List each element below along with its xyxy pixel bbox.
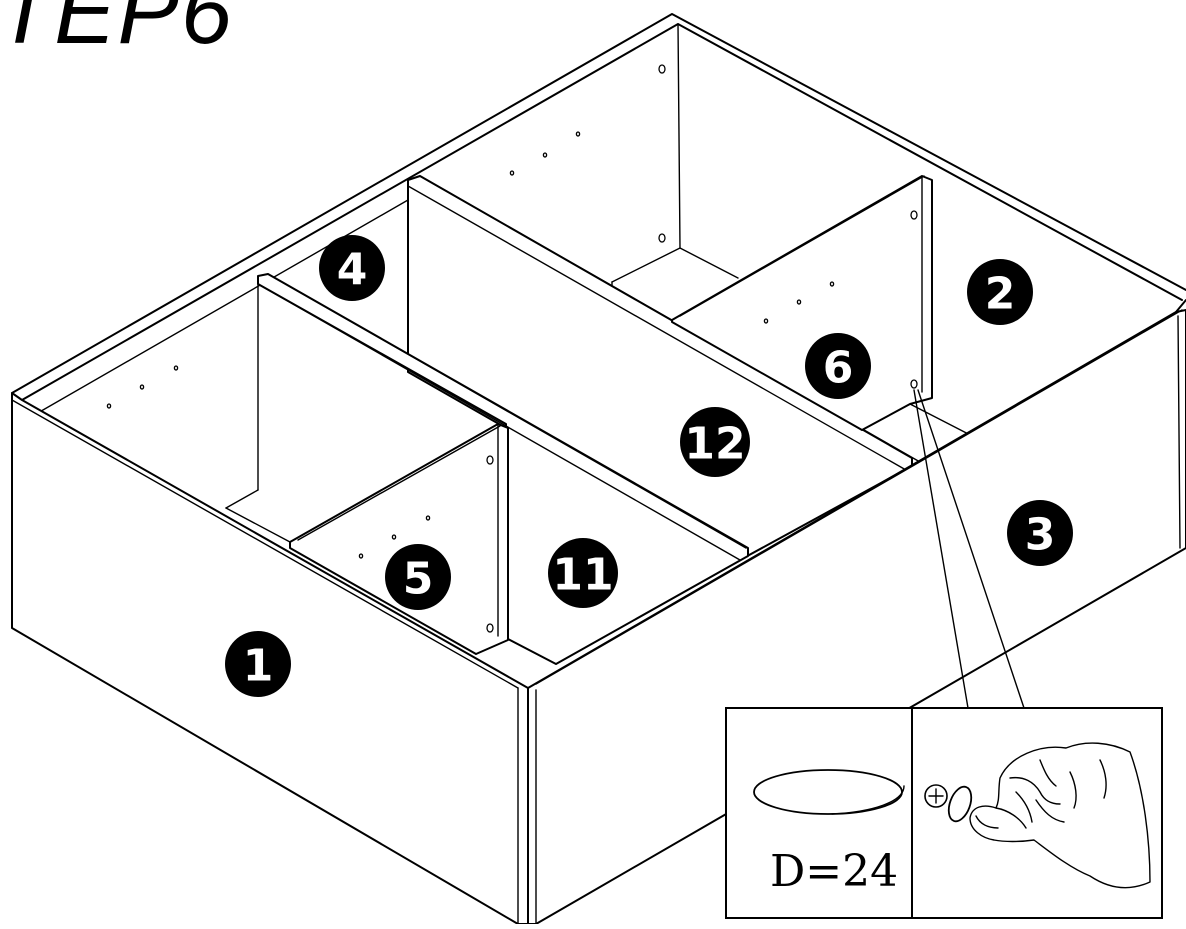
hand-pressing-icon [969,742,1151,889]
drill-holes [106,64,918,633]
svg-text:4: 4 [337,245,368,296]
cover-cap-icon [753,769,905,815]
screw-head-icon [924,784,948,808]
part-badge-11: 11 [548,538,618,608]
divider-panel-11 [257,273,749,665]
detail-inset: D=24 [725,707,1163,919]
cover-cap-small-icon [947,785,973,823]
part-badge-6: 6 [805,333,871,399]
part-badge-1: 1 [225,631,291,697]
svg-text:6: 6 [823,343,854,394]
part-badge-4: 4 [319,235,385,301]
svg-text:3: 3 [1025,510,1056,561]
cap-size-label: D=24 [770,846,898,897]
part-badge-2: 2 [967,259,1033,325]
svg-text:12: 12 [684,419,745,470]
svg-text:1: 1 [243,641,274,692]
svg-text:2: 2 [985,269,1016,320]
divider-panel-5 [289,423,509,655]
step-title: TEP6 [0,0,235,63]
callout-leader [913,389,1025,709]
part-badge-5: 5 [385,544,451,610]
svg-text:5: 5 [403,554,434,605]
part-badge-12: 12 [680,407,750,477]
svg-text:11: 11 [552,550,613,601]
part-badge-3: 3 [1007,500,1073,566]
